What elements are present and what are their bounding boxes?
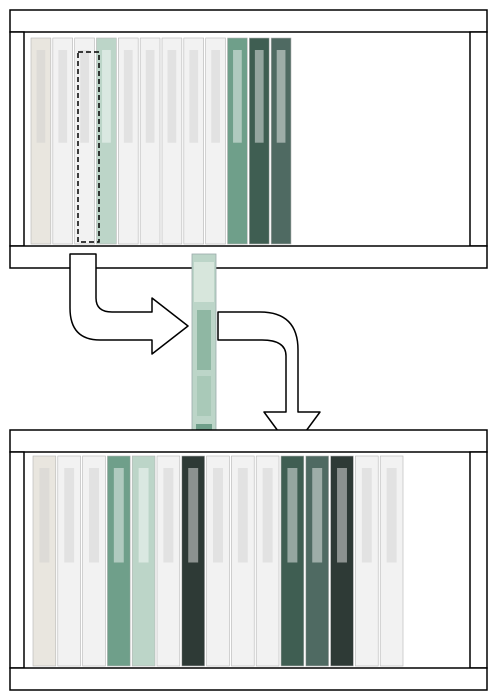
upper-bookshelf	[9, 9, 488, 269]
upper-shelf-left-post	[9, 31, 25, 247]
upper-shelf-bottom-board	[9, 245, 488, 269]
book-spine-icon	[181, 455, 205, 667]
book-title-band	[102, 50, 111, 143]
book-spine-icon	[231, 455, 255, 667]
book-title-band	[262, 468, 273, 563]
book-spine-icon	[280, 455, 305, 667]
book-title-band	[145, 50, 155, 143]
book-title-band	[188, 468, 199, 563]
book-spine-icon	[379, 455, 404, 667]
book-title-band	[254, 50, 264, 143]
book-spine-icon	[96, 37, 117, 245]
book-spine-icon	[255, 455, 280, 667]
book-title-band	[89, 468, 99, 563]
book-title-band	[211, 50, 220, 143]
upper-shelf-top-board	[9, 9, 488, 33]
book-title-band	[138, 468, 149, 563]
book-spine-icon	[156, 455, 181, 667]
book-title-band	[361, 468, 372, 563]
highlighted-book-outline	[77, 51, 100, 243]
book-spine-icon	[74, 37, 95, 245]
book-title-band	[64, 468, 75, 563]
book-spine-icon	[57, 455, 81, 667]
book-spine-icon	[32, 455, 57, 667]
upper-shelf-right-post	[469, 31, 488, 247]
book-spine-icon	[227, 37, 248, 245]
book-title-band	[163, 468, 174, 563]
book-title-band	[167, 50, 177, 143]
book-spine-icon	[107, 455, 131, 667]
book-title-band	[233, 50, 242, 143]
book-spine-icon	[139, 37, 161, 245]
book-spine-icon	[305, 455, 329, 667]
book-title-band	[123, 50, 133, 143]
book-title-band	[237, 468, 248, 563]
upper-shelf-books	[30, 37, 292, 245]
lower-shelf-bottom-board	[9, 667, 488, 691]
book-spine-icon	[270, 37, 292, 245]
book-title-band	[113, 468, 124, 563]
book-spine-icon	[249, 37, 270, 245]
lower-shelf-right-post	[469, 451, 488, 669]
book-spine-icon	[355, 455, 379, 667]
book-title-band	[80, 50, 89, 143]
lower-shelf-left-post	[9, 451, 25, 669]
book-spine-icon	[30, 37, 52, 245]
book-spine-icon	[330, 455, 354, 667]
book-spine-icon	[206, 455, 230, 667]
lower-bookshelf	[9, 429, 488, 691]
book-title-band	[337, 468, 347, 563]
moving-book	[191, 253, 217, 441]
book-spine-icon	[183, 37, 204, 245]
book-title-band	[39, 468, 50, 563]
book-spine-icon	[52, 37, 73, 245]
lower-shelf-books	[32, 455, 404, 667]
book-title-band	[287, 468, 298, 563]
book-spine-icon	[82, 455, 106, 667]
lower-shelf-top-board	[9, 429, 488, 453]
book-title-band	[213, 468, 223, 563]
book-title-band	[386, 468, 397, 563]
book-spine-icon	[131, 455, 156, 667]
book-spine-icon	[118, 37, 139, 245]
book-title-band	[276, 50, 286, 143]
book-title-band	[312, 468, 323, 563]
book-spine-icon	[161, 37, 183, 245]
book-title-band	[58, 50, 68, 143]
book-title-band	[189, 50, 199, 143]
curved-arrow-right-icon	[69, 253, 189, 355]
book-spine-icon	[205, 37, 226, 245]
book-title-band	[36, 50, 46, 143]
